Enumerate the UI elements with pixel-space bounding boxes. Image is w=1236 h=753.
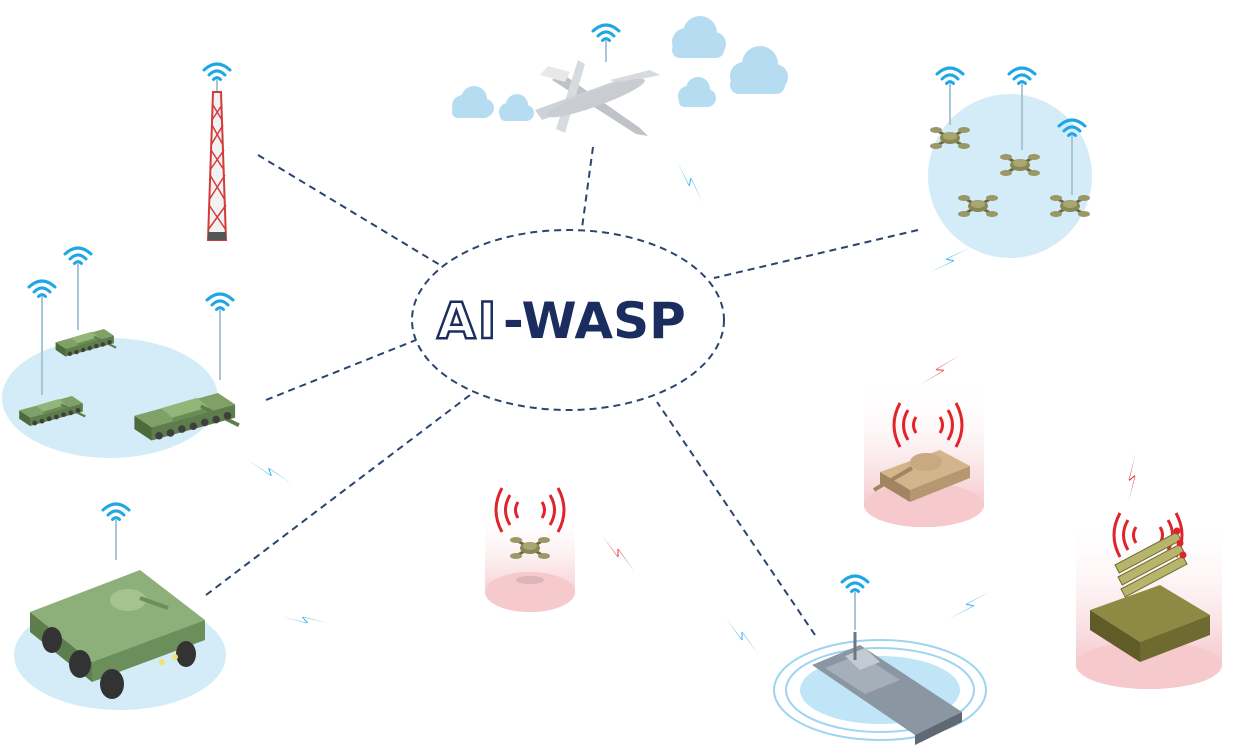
lightning-icon (664, 160, 716, 204)
logo-suffix: -WASP (503, 292, 686, 350)
lightning-icon (593, 534, 643, 572)
link-tanks (265, 339, 417, 401)
cell-tower-icon (202, 62, 232, 241)
hostile-tank-icon (864, 380, 984, 527)
hostile-rocket-launcher-icon (1076, 511, 1222, 689)
lightning-icon (717, 617, 767, 655)
logo-prefix: AI (437, 292, 498, 350)
lightning-icon (949, 579, 991, 631)
link-tower (257, 154, 441, 266)
cloud-icon (452, 16, 788, 121)
link-lines (205, 146, 919, 636)
lightning-icon (1113, 453, 1151, 503)
lightning-icon (280, 601, 330, 639)
link-swarm (713, 229, 919, 279)
link-apc (205, 391, 475, 596)
tank-zone (2, 338, 218, 458)
hub: AI -WASP (411, 229, 725, 411)
apc-vehicle-icon (14, 502, 226, 710)
warship-icon (773, 574, 987, 745)
ai-wasp-logo: AI -WASP (436, 291, 686, 352)
quadcopter-swarm-icon (928, 66, 1092, 258)
lightning-icon (248, 460, 292, 484)
link-uav (581, 146, 594, 229)
tank-group-icon (2, 246, 241, 458)
hub-ellipse (411, 229, 725, 411)
swarm-zone (928, 94, 1092, 258)
hostile-quadcopter-icon (485, 486, 575, 612)
surveillance-drone-icon (535, 23, 660, 136)
link-ship (656, 401, 816, 636)
